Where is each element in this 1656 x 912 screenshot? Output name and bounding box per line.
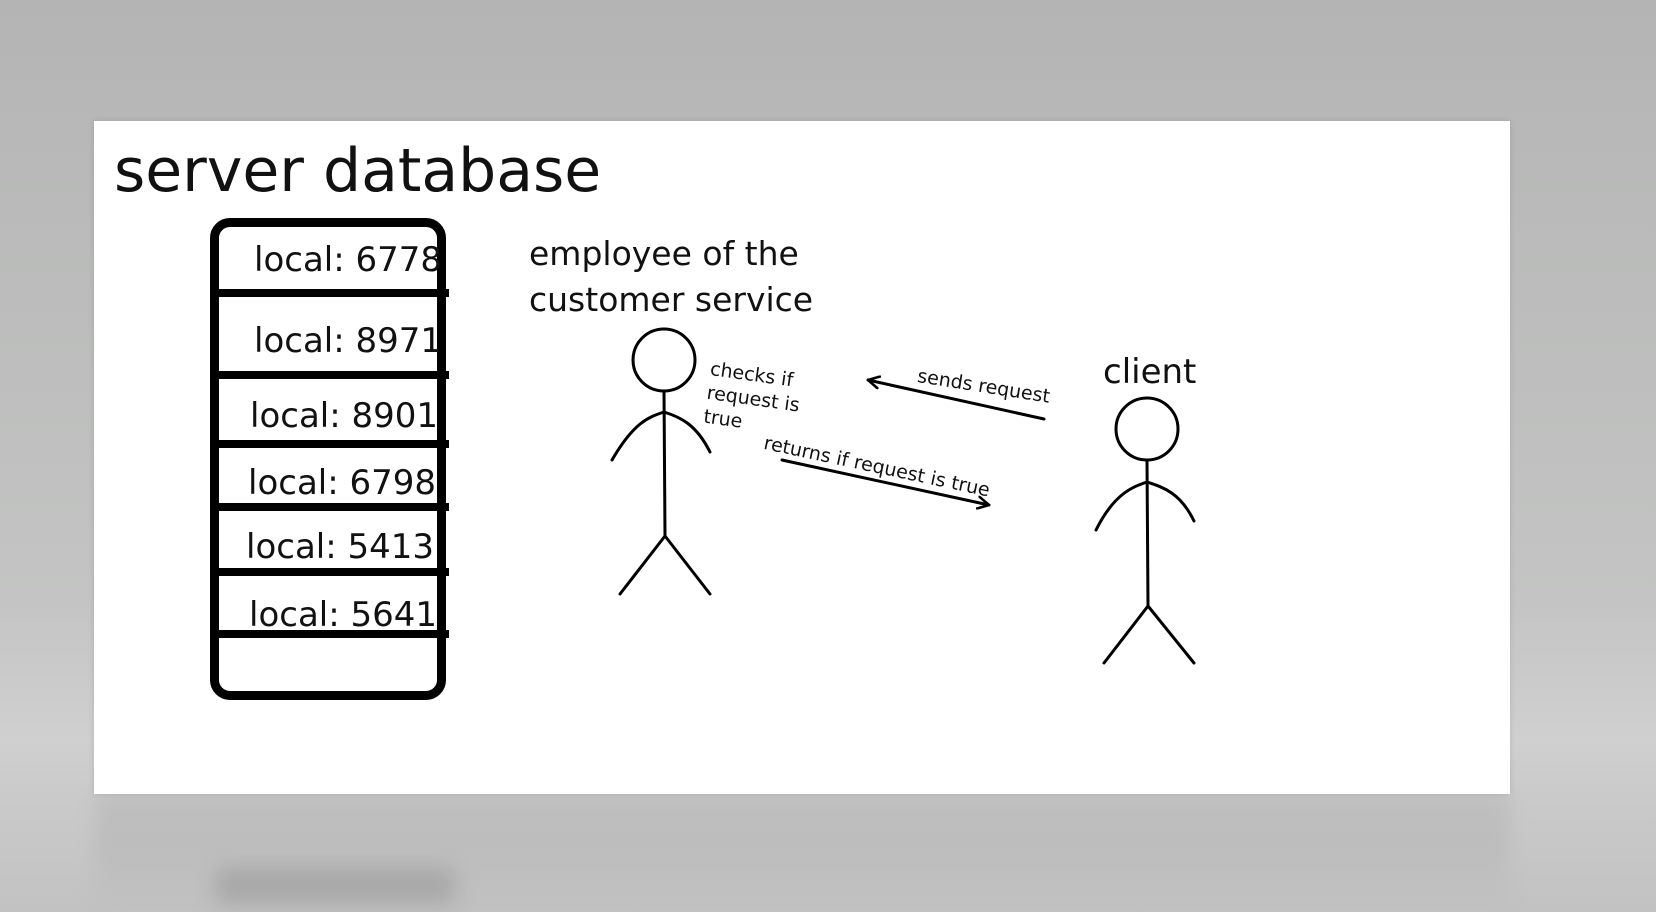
database-divider bbox=[215, 630, 449, 638]
database-entry: local: 6798 bbox=[248, 463, 437, 503]
client-arms bbox=[1094, 480, 1196, 532]
slide-canvas: server database local: 6778 local: 8971 … bbox=[94, 121, 1510, 794]
client-stick-figure bbox=[1094, 396, 1196, 665]
employee-stick-figure bbox=[610, 327, 712, 596]
employee-label: employee of the customer service bbox=[529, 234, 814, 319]
returns-response-arrow bbox=[780, 458, 991, 505]
employee-head bbox=[631, 327, 697, 393]
employee-right-leg bbox=[663, 534, 712, 596]
server-database-stack: local: 6778 local: 8971 local: 8901 loca… bbox=[210, 218, 449, 700]
database-entry: local: 5641 bbox=[249, 595, 438, 635]
client-left-leg bbox=[1102, 604, 1150, 665]
employee-body bbox=[662, 389, 667, 538]
reflection-shadow bbox=[215, 868, 455, 904]
database-divider bbox=[215, 440, 449, 448]
database-divider bbox=[215, 371, 449, 379]
client-head bbox=[1114, 396, 1180, 462]
database-divider bbox=[215, 289, 449, 297]
database-divider bbox=[215, 503, 449, 511]
employee-left-leg bbox=[618, 534, 667, 596]
diagram-drawing bbox=[610, 327, 1196, 665]
client-right-leg bbox=[1146, 604, 1196, 665]
employee-arms bbox=[610, 410, 712, 462]
database-entry: local: 8901 bbox=[250, 396, 439, 436]
slide-title: server database bbox=[114, 136, 602, 206]
database-entry: local: 5413 bbox=[246, 527, 435, 567]
database-entry: local: 6778 bbox=[254, 240, 443, 280]
database-divider bbox=[215, 568, 449, 576]
database-entry: local: 8971 bbox=[254, 321, 443, 361]
client-body bbox=[1145, 458, 1150, 608]
client-label: client bbox=[1103, 352, 1197, 392]
sends-request-arrow bbox=[866, 380, 1046, 421]
